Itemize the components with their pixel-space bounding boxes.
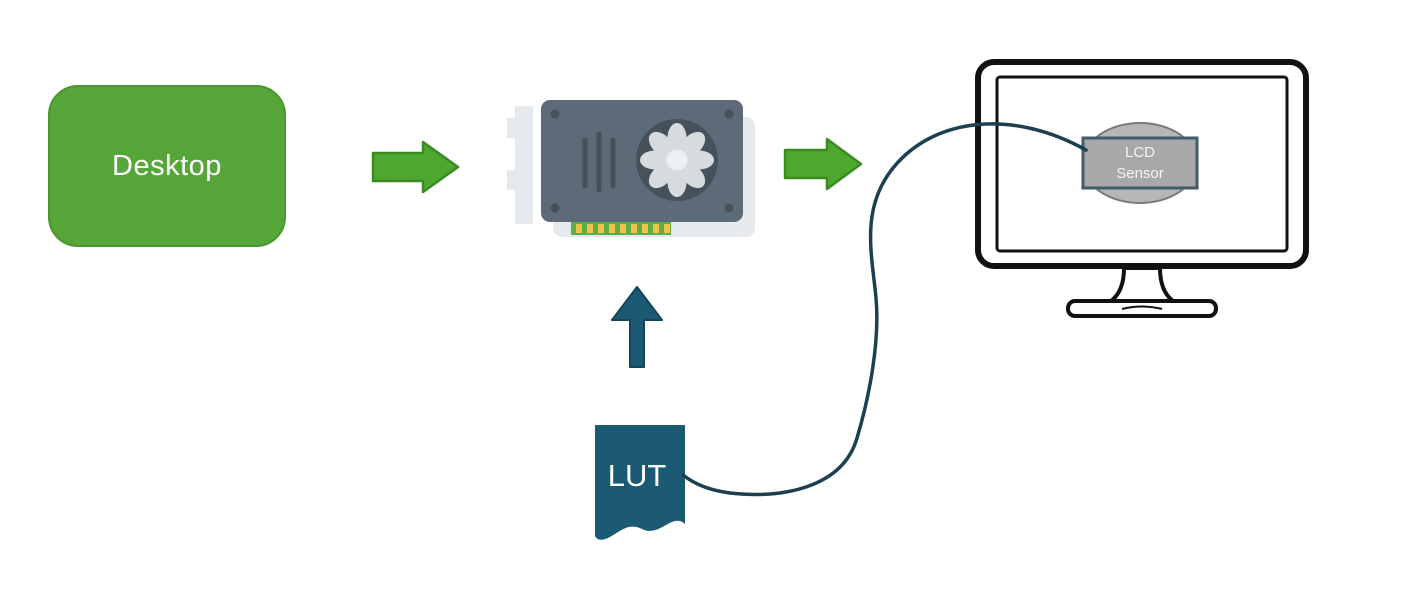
lut-node: LUT xyxy=(595,425,685,540)
gpu-bracket-notch xyxy=(507,170,517,190)
arrow-gpu-to-monitor-icon xyxy=(783,137,863,191)
desktop-node: Desktop xyxy=(48,85,286,247)
gpu-pcb-pins xyxy=(576,224,670,233)
gpu-bracket xyxy=(515,106,533,224)
monitor-base-detail xyxy=(1121,305,1163,310)
lut-document-shape xyxy=(595,425,685,540)
arrow-lut-to-gpu-icon xyxy=(611,286,663,368)
gpu-bracket-notch xyxy=(507,118,517,138)
green-right-arrow-shape xyxy=(371,140,460,194)
lcd-sensor-label-line1: LCD xyxy=(1125,144,1155,161)
gpu-screw xyxy=(724,203,734,213)
arrow-desktop-to-gpu-icon xyxy=(371,140,460,194)
lut-node-label: LUT xyxy=(608,458,667,493)
lcd-sensor-label-line2: Sensor xyxy=(1116,165,1164,182)
gpu-screw xyxy=(724,109,734,119)
monitor-neck xyxy=(1109,266,1175,303)
lcd-sensor-box xyxy=(1081,136,1199,190)
gpu-fan-hub xyxy=(666,149,688,171)
gpu-screw xyxy=(550,109,560,119)
green-right-arrow-shape xyxy=(783,137,863,191)
desktop-node-label: Desktop xyxy=(112,149,222,182)
gpu-tab xyxy=(681,222,719,232)
monitor-base xyxy=(1066,299,1218,318)
graphics-card-icon xyxy=(507,100,755,237)
teal-up-arrow-shape xyxy=(611,286,663,368)
gpu-vents xyxy=(582,131,616,193)
monitor-icon: LCD Sensor xyxy=(975,59,1309,318)
gpu-screw xyxy=(550,203,560,213)
